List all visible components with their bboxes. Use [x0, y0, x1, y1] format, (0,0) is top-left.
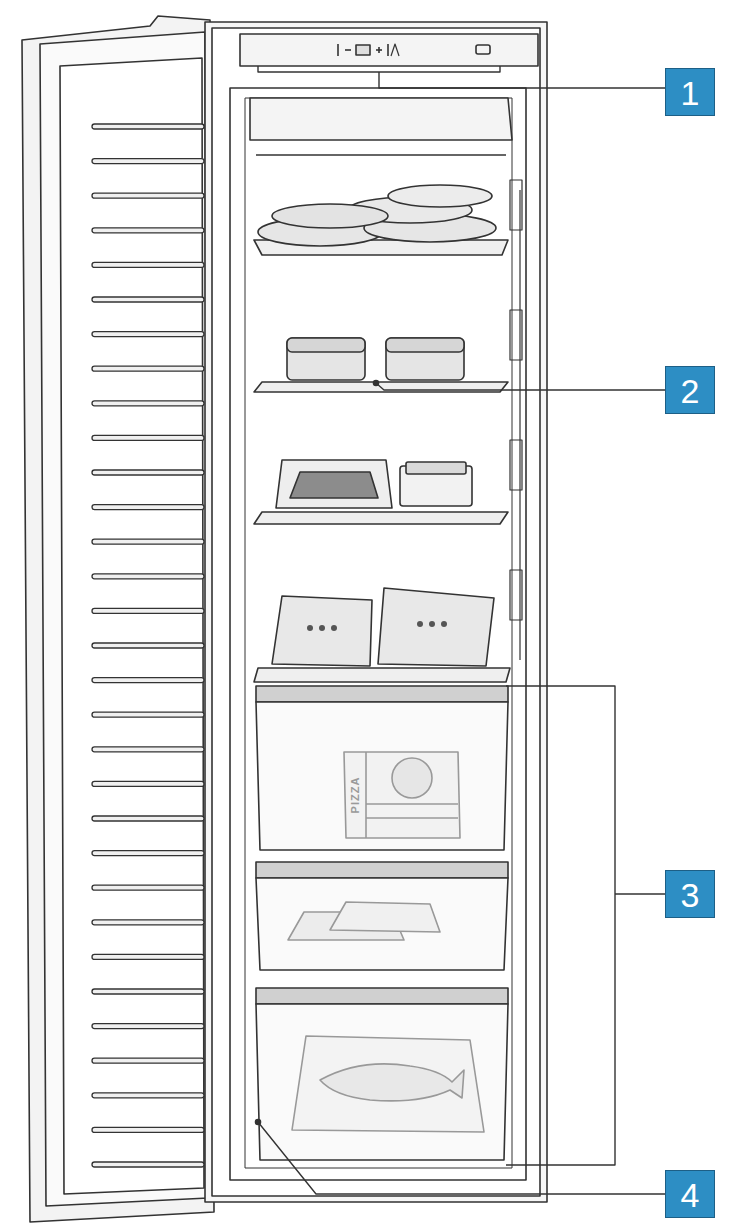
door-slot [92, 851, 204, 856]
door-slot [92, 1058, 204, 1063]
door-slot [92, 920, 204, 925]
door-slot [92, 401, 204, 406]
door-slot [92, 1127, 204, 1132]
door-slot [92, 1093, 204, 1098]
door-slot [92, 124, 204, 129]
callout-number: 2 [665, 366, 715, 414]
door-slot [92, 781, 204, 786]
door-slot [92, 505, 204, 510]
door-slot [92, 193, 204, 198]
callout-number: 4 [665, 1170, 715, 1218]
callout-number: 1 [665, 68, 715, 116]
door-slot [92, 678, 204, 683]
door-slot [92, 574, 204, 579]
door-slot [92, 816, 204, 821]
door-slot [92, 332, 204, 337]
door-slot [92, 747, 204, 752]
package-text: PIZZA [349, 770, 361, 820]
door-slot [92, 1162, 204, 1167]
door-slot [92, 885, 204, 890]
door-slot [92, 366, 204, 371]
door-slot [92, 608, 204, 613]
callout-number: 3 [665, 870, 715, 918]
door-slot [92, 989, 204, 994]
door-slot [92, 435, 204, 440]
door-slot [92, 262, 204, 267]
door-slot [92, 159, 204, 164]
door-slot [92, 1024, 204, 1029]
door-slot [92, 228, 204, 233]
door-slot [92, 297, 204, 302]
door-slot [92, 712, 204, 717]
door-slot [92, 643, 204, 648]
door-slot [92, 470, 204, 475]
door-slot [92, 539, 204, 544]
door-slot [92, 954, 204, 959]
